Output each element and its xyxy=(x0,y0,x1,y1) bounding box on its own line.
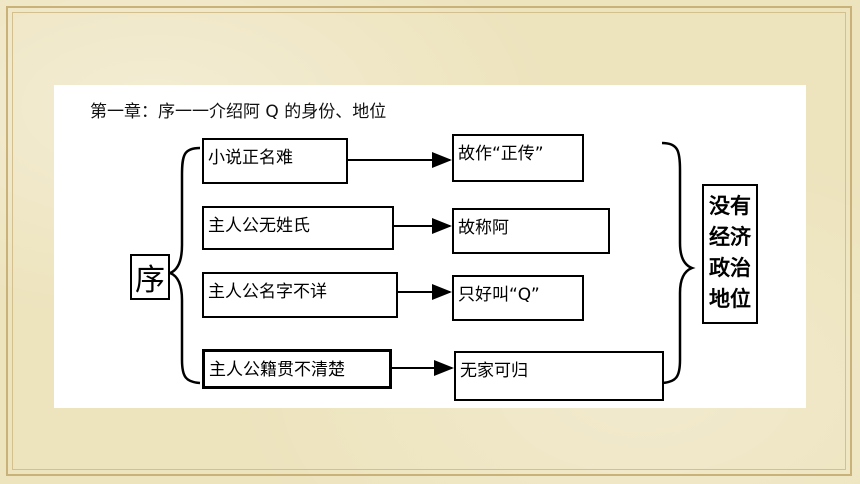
connector-layer xyxy=(166,141,696,385)
result-box-3: 只好叫“Q” xyxy=(452,275,584,321)
decorative-border xyxy=(6,6,852,476)
result-box-1: 故作“正传” xyxy=(452,134,584,182)
result-box-4: 无家可归 xyxy=(454,351,664,401)
chapter-heading: 第一章：序一一介绍阿 Q 的身份、地位 xyxy=(90,102,387,122)
reason-box-1: 小说正名难 xyxy=(202,138,348,184)
reason-box-3: 主人公名字不详 xyxy=(202,272,398,318)
left-brace xyxy=(166,146,201,385)
conclusion-box: 没有 经济 政治 地位 xyxy=(702,184,758,324)
center-label-box: 序 xyxy=(130,254,170,300)
diagram-panel: 第一章：序一一介绍阿 Q 的身份、地位 序 小说正名难 主人公无姓氏 主人公名字… xyxy=(54,85,806,408)
decorative-border-inner xyxy=(12,12,846,470)
right-brace xyxy=(661,141,696,385)
reason-box-2: 主人公无姓氏 xyxy=(202,206,394,250)
reason-box-4: 主人公籍贯不清楚 xyxy=(202,349,392,389)
result-box-2: 故称阿 xyxy=(452,208,610,254)
